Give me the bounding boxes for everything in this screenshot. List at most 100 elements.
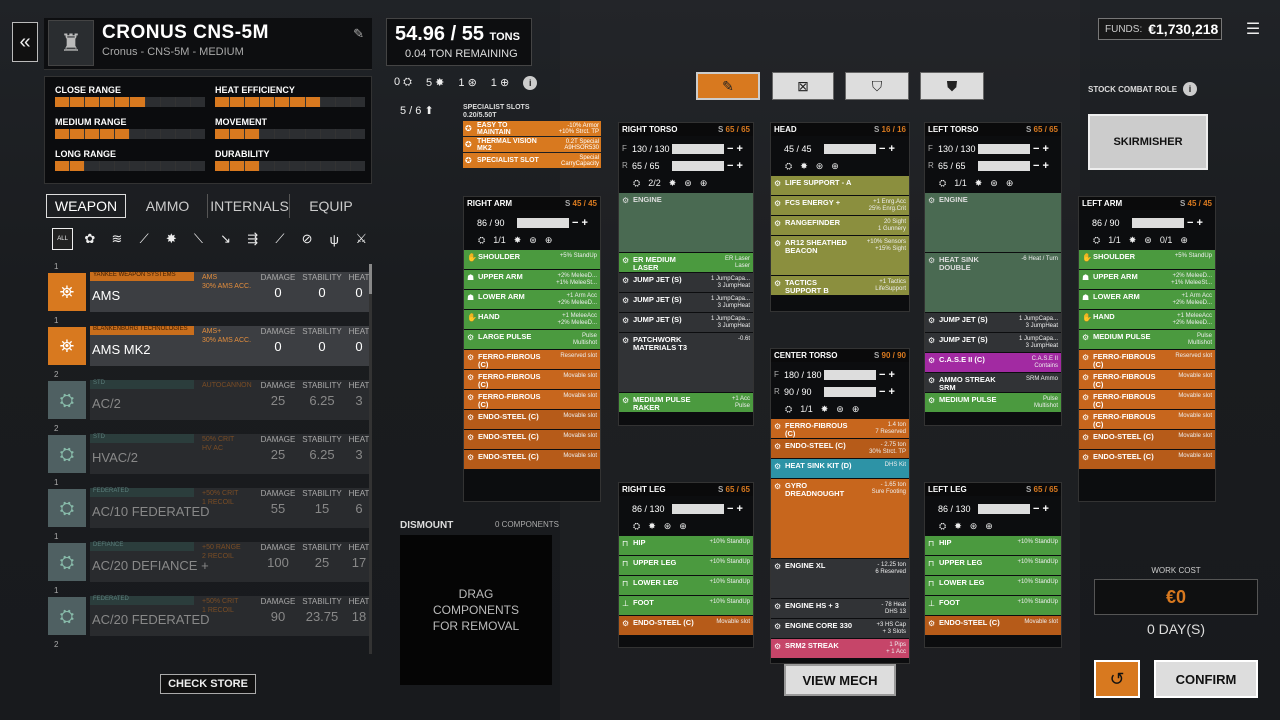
armor-increase-button[interactable]: + bbox=[1196, 216, 1203, 229]
collapse-icon[interactable]: « bbox=[12, 22, 38, 62]
component-slot[interactable]: ⚙AR12 SHEATHED BEACON+10% Sensors +15% S… bbox=[771, 236, 909, 275]
component-slot[interactable]: ⊓HIP+10% StandUp bbox=[925, 536, 1061, 555]
armor-decrease-button[interactable]: − bbox=[727, 502, 734, 515]
component-slot[interactable]: ⚙FERRO-FIBROUS (C)1.4 ton 7 Reserved bbox=[771, 419, 909, 438]
component-slot[interactable]: ⊥FOOT+10% StandUp bbox=[925, 596, 1061, 615]
armor-increase-button[interactable]: + bbox=[1042, 142, 1049, 155]
component-slot[interactable]: ⚙C.A.S.E II (C)C.A.S.E II Contains bbox=[925, 353, 1061, 372]
component-slot[interactable]: ⊓LOWER LEG+10% StandUp bbox=[619, 576, 753, 595]
component-slot[interactable]: ⚙ENGINE bbox=[925, 193, 1061, 252]
component-slot[interactable]: ⚙JUMP JET (S)1 JumpCapa... 3 JumpHeat bbox=[619, 273, 753, 292]
check-store-button[interactable]: CHECK STORE bbox=[160, 674, 256, 694]
component-slot[interactable]: ✋HAND+1 MeleeAcc +2% MeleeD... bbox=[464, 310, 600, 329]
armor-increase-button[interactable]: + bbox=[1042, 159, 1049, 172]
armor-increase-button[interactable]: + bbox=[888, 385, 895, 398]
component-slot[interactable]: ⚙ENDO-STEEL (C)Movable slot bbox=[619, 616, 753, 635]
armor-decrease-button[interactable]: − bbox=[1033, 142, 1040, 155]
component-slot[interactable]: ⚙ENDO-STEEL (C)- 2.75 ton 30% Strct. TP bbox=[771, 439, 909, 458]
confirm-button[interactable]: CONFIRM bbox=[1154, 660, 1258, 698]
filter-ppc-icon[interactable]: ↘ bbox=[220, 231, 232, 246]
component-slot[interactable]: ⚙FERRO-FIBROUS (C)Movable slot bbox=[464, 370, 600, 389]
info-icon[interactable]: i bbox=[523, 76, 538, 90]
component-slot[interactable]: ☗LOWER ARM+1 Arm Acc +2% MeleeD... bbox=[1079, 290, 1215, 309]
component-slot[interactable]: ☗UPPER ARM+2% MeleeD... +1% MeleeSt... bbox=[1079, 270, 1215, 289]
armor-increase-button[interactable]: + bbox=[736, 502, 743, 515]
inventory-item[interactable]: ⛯ YANKEE WEAPON SYSTEMS AMS AMS 30% AMS … bbox=[44, 272, 370, 312]
filter-energy-icon[interactable]: ⟋ bbox=[139, 231, 149, 246]
armor-increase-button[interactable]: + bbox=[1042, 502, 1049, 515]
component-slot[interactable]: ☗UPPER ARM+2% MeleeD... +1% MeleeSt... bbox=[464, 270, 600, 289]
component-slot[interactable]: ✋SHOULDER+5% StandUp bbox=[1079, 250, 1215, 269]
component-slot[interactable]: ⚙ENDO-STEEL (C)Movable slot bbox=[1079, 430, 1215, 449]
filter-flamer-icon[interactable]: ⇶ bbox=[247, 231, 259, 246]
component-slot[interactable]: ⚙ENDO-STEEL (C)Movable slot bbox=[464, 430, 600, 449]
component-slot[interactable]: ⚙JUMP JET (S)1 JumpCapa... 3 JumpHeat bbox=[925, 313, 1061, 332]
component-slot[interactable]: ⚙FERRO-FIBROUS (C)Movable slot bbox=[464, 390, 600, 409]
armor-increase-button[interactable]: + bbox=[888, 368, 895, 381]
edit-name-icon[interactable]: ✎ bbox=[353, 26, 364, 41]
component-slot[interactable]: ⚙FERRO-FIBROUS (C)Reserved slot bbox=[1079, 350, 1215, 369]
filter-ballistic-icon[interactable]: ≋ bbox=[111, 231, 123, 246]
armor-decrease-button[interactable]: − bbox=[727, 142, 734, 155]
filter-missile-icon[interactable]: ✸ bbox=[165, 231, 177, 246]
wrench-tool-button[interactable]: ✎ bbox=[696, 72, 760, 100]
component-slot[interactable]: ⊓UPPER LEG+10% StandUp bbox=[925, 556, 1061, 575]
filter-other-icon[interactable]: ⚔ bbox=[355, 231, 368, 246]
component-slot[interactable]: ⚙FCS ENERGY ++1 Enrg.Acc 25% Enrg.Crit bbox=[771, 196, 909, 215]
component-slot[interactable]: ⚙GYRO DREADNOUGHT- 1.65 ton Sure Footing bbox=[771, 479, 909, 558]
component-slot[interactable]: ✋HAND+1 MeleeAcc +2% MeleeD... bbox=[1079, 310, 1215, 329]
component-slot[interactable]: ⚙ENDO-STEEL (C)Movable slot bbox=[925, 616, 1061, 635]
component-slot[interactable]: ⚙FERRO-FIBROUS (C)Reserved slot bbox=[464, 350, 600, 369]
component-slot[interactable]: ✋SHOULDER+5% StandUp bbox=[464, 250, 600, 269]
armor-increase-button[interactable]: + bbox=[736, 142, 743, 155]
strip-all-button[interactable]: ⛉ bbox=[845, 72, 909, 100]
component-slot[interactable]: ⚙JUMP JET (S)1 JumpCapa... 3 JumpHeat bbox=[619, 313, 753, 332]
armor-increase-button[interactable]: + bbox=[581, 216, 588, 229]
component-slot[interactable]: ⚙PATCHWORK MATERIALS T3-0.6t bbox=[619, 333, 753, 392]
role-info-icon[interactable]: i bbox=[1183, 82, 1198, 96]
component-slot[interactable]: ⚙JUMP JET (S)1 JumpCapa... 3 JumpHeat bbox=[619, 293, 753, 312]
filter-all-icon[interactable]: ALL bbox=[52, 228, 74, 250]
inventory-item[interactable]: ⛭ FEDERATED AC/20 FEDERATED +50% CRIT 1 … bbox=[44, 596, 370, 636]
component-slot[interactable]: ⚙ENGINE bbox=[619, 193, 753, 252]
tab-internals[interactable]: INTERNALS bbox=[210, 194, 290, 218]
component-slot[interactable]: ⚙MEDIUM PULSE RAKER+1 Acc Pulse bbox=[619, 393, 753, 412]
component-slot[interactable]: ⚙LIFE SUPPORT - A bbox=[771, 176, 909, 195]
component-slot[interactable]: ⚙ENDO-STEEL (C)Movable slot bbox=[464, 410, 600, 429]
component-slot[interactable]: ⊓LOWER LEG+10% StandUp bbox=[925, 576, 1061, 595]
component-slot[interactable]: ⊓UPPER LEG+10% StandUp bbox=[619, 556, 753, 575]
component-slot[interactable]: ⚙FERRO-FIBROUS (C)Movable slot bbox=[1079, 410, 1215, 429]
inventory-scrollbar[interactable] bbox=[369, 264, 372, 654]
max-armor-button[interactable]: ⛊ bbox=[920, 72, 984, 100]
component-slot[interactable]: ⚙HEAT SINK DOUBLE-6 Heat / Turn bbox=[925, 253, 1061, 312]
component-slot[interactable]: ⚙ENGINE XL- 12.25 ton 6 Reserved bbox=[771, 559, 909, 598]
inventory-item[interactable]: ⛭ FEDERATED AC/10 FEDERATED +50% CRIT 1 … bbox=[44, 488, 370, 528]
armor-increase-button[interactable]: + bbox=[888, 142, 895, 155]
filter-ams-icon[interactable]: ✿ bbox=[84, 231, 96, 246]
component-slot[interactable]: ⊓HIP+10% StandUp bbox=[619, 536, 753, 555]
tab-equip[interactable]: EQUIP bbox=[309, 198, 353, 214]
tab-ammo[interactable]: AMMO bbox=[128, 194, 208, 218]
filter-support-icon[interactable]: ψ bbox=[329, 231, 339, 247]
component-slot[interactable]: ☗LOWER ARM+1 Arm Acc +2% MeleeD... bbox=[464, 290, 600, 309]
component-slot[interactable]: ⚙ENDO-STEEL (C)Movable slot bbox=[464, 450, 600, 469]
filter-melee-icon[interactable]: ⊘ bbox=[301, 231, 313, 246]
armor-decrease-button[interactable]: − bbox=[879, 385, 886, 398]
component-slot[interactable]: ⚙JUMP JET (S)1 JumpCapa... 3 JumpHeat bbox=[925, 333, 1061, 352]
specialist-item[interactable]: ✪EASY TO MAINTAIN-10% Armor +10% Strct. … bbox=[463, 121, 601, 136]
inventory-item[interactable]: ⛯ BLANKENBURG TECHNOLOGIES AMS MK2 AMS+ … bbox=[44, 326, 370, 366]
